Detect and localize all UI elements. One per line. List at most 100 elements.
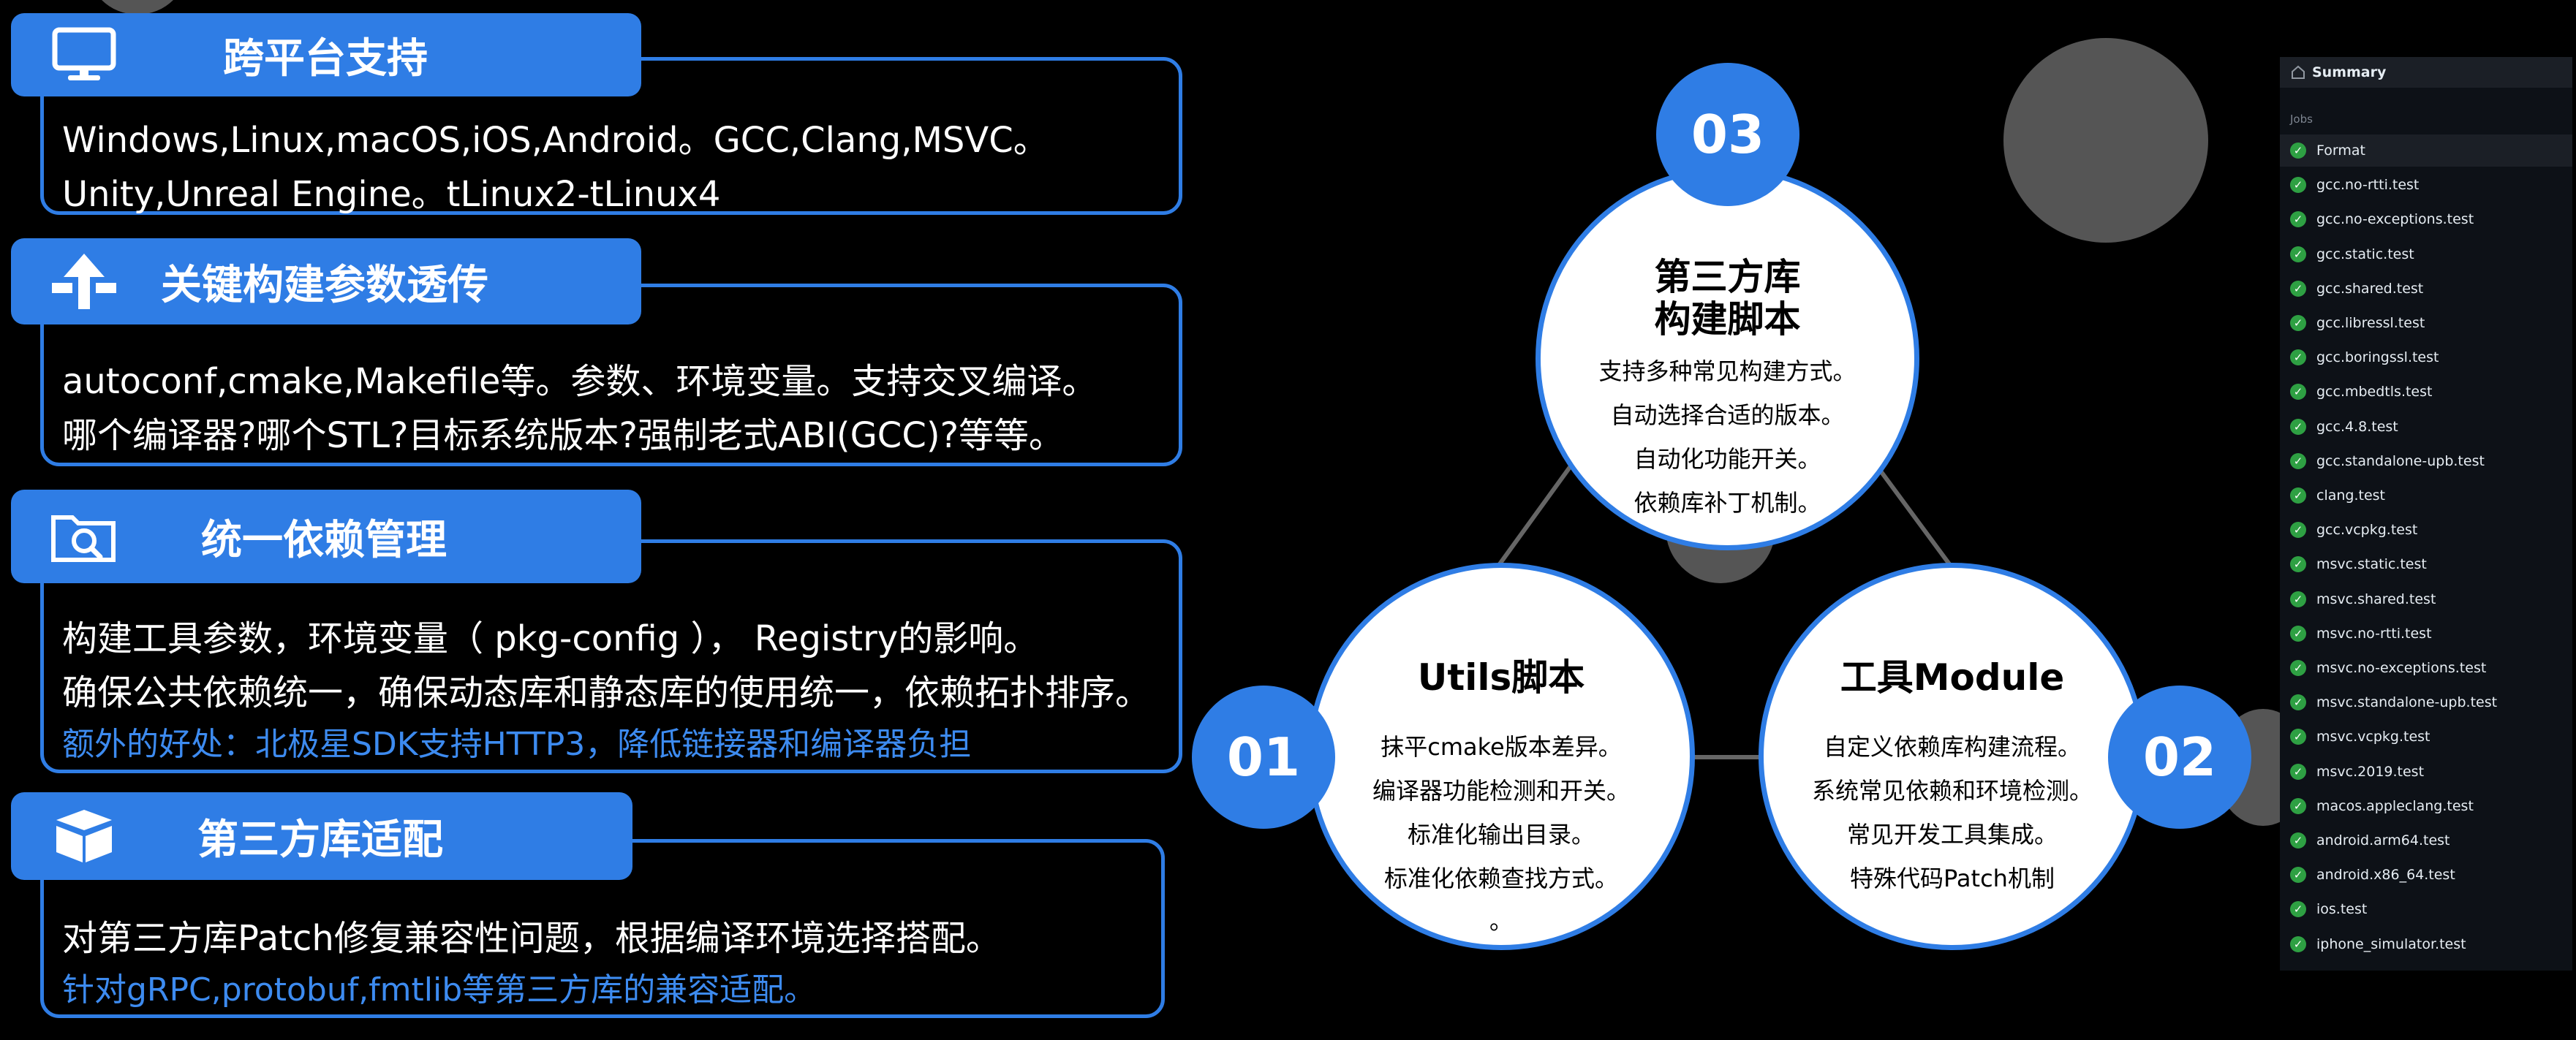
- panel-title: 跨平台支持: [223, 34, 428, 83]
- summary-label: Summary: [2312, 64, 2387, 80]
- job-item[interactable]: ✓android.x86_64.test: [2280, 859, 2572, 891]
- job-item[interactable]: ✓msvc.2019.test: [2280, 756, 2572, 788]
- panel-title: 关键构建参数透传: [161, 261, 488, 309]
- job-item[interactable]: ✓gcc.vcpkg.test: [2280, 514, 2572, 546]
- job-item[interactable]: ✓msvc.standalone-upb.test: [2280, 686, 2572, 718]
- job-name: msvc.no-rtti.test: [2316, 625, 2432, 642]
- circle-line: 标准化依赖查找方式。: [1383, 865, 1618, 892]
- job-name: gcc.shared.test: [2316, 280, 2424, 297]
- job-item[interactable]: ✓ msvc.no-exceptions.test: [2280, 652, 2572, 684]
- job-name: msvc.vcpkg.test: [2316, 729, 2430, 745]
- job-item[interactable]: ✓ gcc.no-rtti.test: [2280, 169, 2572, 201]
- check-circle-icon: ✓: [2290, 418, 2306, 435]
- summary-link[interactable]: Summary: [2280, 57, 2572, 88]
- circle-line: 支持多种常见构建方式。: [1598, 357, 1857, 385]
- job-name: msvc.shared.test: [2316, 591, 2436, 607]
- badge-01: 01: [1192, 686, 1335, 829]
- badge-03: 03: [1656, 63, 1799, 206]
- check-circle-icon: ✓: [2290, 901, 2306, 918]
- job-name: gcc.no-rtti.test: [2316, 177, 2420, 194]
- check-circle-icon: ✓: [2290, 660, 2306, 676]
- panel-note: 针对gRPC,protobuf,fmtlib等第三方库的兼容适配。: [62, 971, 817, 1009]
- job-item[interactable]: ✓android.arm64.test: [2280, 824, 2572, 857]
- panel-line: autoconf,cmake,Makefile等。参数、环境变量。支持交叉编译。: [62, 361, 1098, 402]
- panel-line: 哪个编译器?哪个STL?目标系统版本?强制老式ABI(GCC)?等等。: [62, 415, 1065, 456]
- job-name: gcc.boringssl.test: [2316, 349, 2439, 366]
- job-name: Format: [2316, 143, 2365, 159]
- job-name: android.arm64.test: [2316, 832, 2450, 849]
- check-circle-icon: ✓: [2290, 625, 2306, 642]
- job-item[interactable]: ✓gcc.libressl.test: [2280, 307, 2572, 339]
- check-circle-icon: ✓: [2290, 763, 2306, 780]
- circle-line: 。: [1489, 907, 1513, 935]
- circle-title: 工具Module: [1840, 656, 2065, 699]
- circle-line: 标准化输出目录。: [1407, 821, 1595, 849]
- job-name: gcc.standalone-upb.test: [2316, 452, 2485, 469]
- job-name: gcc.no-exceptions.test: [2316, 211, 2474, 228]
- job-item[interactable]: ✓ gcc.boringssl.test: [2280, 341, 2572, 373]
- job-item[interactable]: ✓ msvc.shared.test: [2280, 583, 2572, 615]
- panel-title: 统一依赖管理: [201, 516, 447, 564]
- circle-line: 自定义依赖库构建流程。: [1823, 733, 2081, 761]
- home-icon: [2292, 65, 2305, 79]
- job-name: iphone_simulator.test: [2316, 935, 2466, 952]
- check-circle-icon: ✓: [2290, 177, 2306, 194]
- job-item[interactable]: ✓ msvc.no-rtti.test: [2280, 618, 2572, 650]
- job-item[interactable]: ✓ gcc.mbedtls.test: [2280, 376, 2572, 408]
- job-item[interactable]: ✓ macos.appleclang.test: [2280, 790, 2572, 822]
- check-circle-icon: ✓: [2290, 452, 2306, 469]
- circle-line: 抹平cmake版本差异。: [1380, 733, 1622, 761]
- check-circle-icon: ✓: [2290, 935, 2306, 952]
- tab-build-params: 关键构建参数透传: [11, 238, 641, 324]
- job-name: macos.appleclang.test: [2316, 797, 2474, 814]
- job-item[interactable]: ✓msvc.static.test: [2280, 548, 2572, 580]
- circle-line: 常见开发工具集成。: [1846, 821, 2058, 849]
- upload-arrow-icon: [52, 254, 116, 309]
- tab-third-party-adaptation: 第三方库适配: [11, 792, 632, 880]
- job-item[interactable]: ✓ iphone_simulator.test: [2280, 928, 2572, 960]
- circle-line: 自动选择合适的版本。: [1610, 401, 1845, 429]
- job-item[interactable]: ✓ msvc.vcpkg.test: [2280, 721, 2572, 753]
- panel-line: 构建工具参数，环境变量（ pkg-config ）， Registry的影响。: [62, 618, 1039, 659]
- job-item[interactable]: ✓gcc.no-exceptions.test: [2280, 203, 2572, 235]
- check-circle-icon: ✓: [2290, 349, 2306, 366]
- job-name: msvc.no-exceptions.test: [2316, 660, 2487, 676]
- job-name: gcc.mbedtls.test: [2316, 384, 2433, 401]
- circle-line: 编译器功能检测和开关。: [1372, 777, 1630, 805]
- circle-utils-scripts: Utils脚本 抹平cmake版本差异。 编译器功能检测和开关。 标准化输出目录…: [1307, 563, 1695, 950]
- badge-02: 02: [2108, 686, 2251, 829]
- search-folder-icon: [51, 515, 116, 562]
- circle-third-party-build-scripts: 第三方库 构建脚本 支持多种常见构建方式。 自动选择合适的版本。 自动化功能开关…: [1536, 167, 1919, 550]
- check-circle-icon: ✓: [2290, 694, 2306, 711]
- job-name: ios.test: [2316, 901, 2368, 918]
- circle-tool-module: 工具Module 自定义依赖库构建流程。 系统常见依赖和环境检测。 常见开发工具…: [1759, 563, 2146, 950]
- panel-note: 额外的好处：北极星SDK支持HTTP3，降低链接器和编译器负担: [62, 726, 972, 763]
- job-item[interactable]: ✓ gcc.standalone-upb.test: [2280, 445, 2572, 477]
- monitor-icon: [52, 27, 116, 80]
- check-circle-icon: ✓: [2290, 522, 2306, 539]
- job-name: msvc.static.test: [2316, 556, 2427, 573]
- circle-title: Utils脚本: [1417, 656, 1585, 699]
- job-item[interactable]: ✓clang.test: [2280, 479, 2572, 512]
- job-item[interactable]: ✓gcc.static.test: [2280, 238, 2572, 270]
- job-item[interactable]: ✓gcc.4.8.test: [2280, 411, 2572, 443]
- check-circle-icon: ✓: [2290, 797, 2306, 814]
- circle-line: 依赖库补丁机制。: [1633, 489, 1821, 517]
- check-circle-icon: ✓: [2290, 143, 2306, 159]
- circle-line: 特殊代码Patch机制: [1850, 865, 2055, 892]
- check-circle-icon: ✓: [2290, 384, 2306, 401]
- job-item[interactable]: ✓gcc.shared.test: [2280, 273, 2572, 305]
- check-circle-icon: ✓: [2290, 246, 2306, 262]
- check-circle-icon: ✓: [2290, 591, 2306, 607]
- box-icon: [56, 810, 112, 862]
- check-circle-icon: ✓: [2290, 315, 2306, 331]
- job-item[interactable]: ✓ ios.test: [2280, 893, 2572, 925]
- decor-circle-large: [2003, 38, 2208, 243]
- circle-line: 自动化功能开关。: [1633, 445, 1821, 473]
- panel-line: 对第三方库Patch修复兼容性问题，根据编译环境选择搭配。: [62, 918, 1001, 959]
- job-item[interactable]: ✓ Format: [2280, 134, 2572, 167]
- check-circle-icon: ✓: [2290, 487, 2306, 504]
- check-circle-icon: ✓: [2290, 729, 2306, 745]
- circle-title: 构建脚本: [1654, 298, 1801, 341]
